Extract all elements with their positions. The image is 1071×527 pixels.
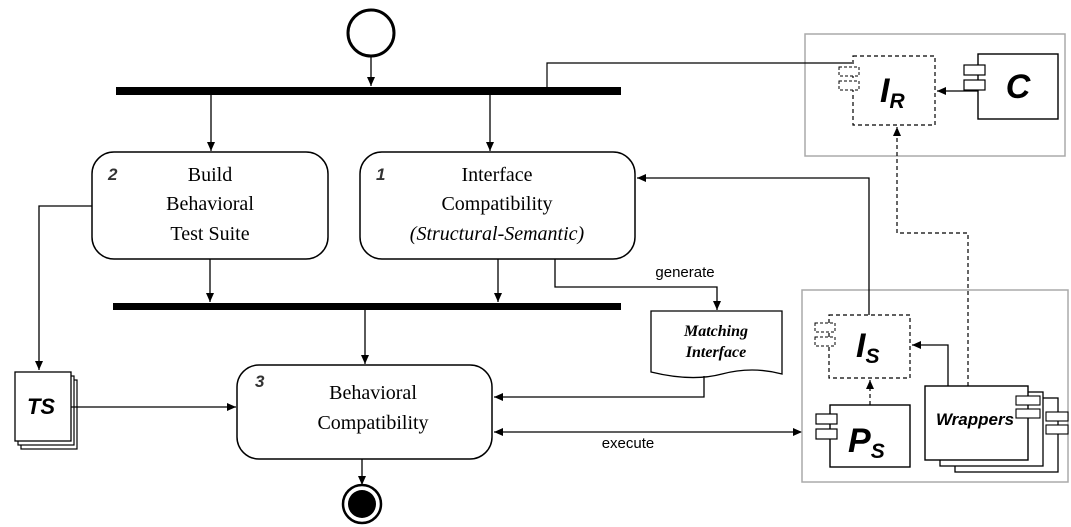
edge-wrappers-to-ir	[893, 127, 969, 386]
matching-interface-line2: Interface	[685, 344, 746, 361]
edge-wrappers-to-is	[912, 341, 949, 386]
is-component: IS	[814, 314, 911, 379]
edge-ir-to-fork	[546, 62, 852, 91]
activity-number: 1	[376, 165, 385, 184]
ps-label: PS	[848, 422, 885, 463]
fork-bar	[116, 87, 621, 95]
activity-label-line1: Interface	[461, 164, 532, 186]
c-component: C	[963, 53, 1059, 120]
ir-label: IR	[880, 72, 905, 113]
matching-interface-line1: Matching	[683, 323, 748, 340]
activity-label-line2: Compatibility	[317, 412, 428, 434]
edge-matching-to-behavioral	[494, 376, 705, 401]
execute-label: execute	[602, 435, 655, 452]
activity-label-line2: Behavioral	[166, 193, 254, 215]
edge-build-to-ts	[35, 205, 92, 370]
wrappers-label: Wrappers	[936, 410, 1014, 429]
start-node	[346, 8, 396, 58]
activity-number: 3	[255, 372, 265, 391]
join-bar	[113, 303, 621, 310]
activity-label-line3: Test Suite	[170, 223, 249, 245]
activity-label-line1: Behavioral	[329, 382, 417, 404]
activity-label-line1: Build	[188, 164, 232, 186]
activity-label-line2: Compatibility	[441, 193, 552, 215]
edge-generate	[554, 259, 721, 310]
activity-interface-compatibility: 1 Interface Compatibility (Structural-Se…	[359, 151, 636, 260]
generate-label: generate	[655, 264, 714, 281]
edge-is-to-interface	[637, 174, 870, 315]
activity-build-test-suite: 2 Build Behavioral Test Suite	[91, 151, 329, 260]
is-label: IS	[856, 327, 879, 368]
ir-component: IR	[838, 55, 936, 126]
activity-behavioral-compatibility: 3 Behavioral Compatibility	[236, 364, 493, 460]
test-suite-document: TS	[14, 371, 78, 450]
matching-interface-document: Matching Interface	[650, 310, 783, 379]
test-suite-label: TS	[27, 394, 55, 419]
activity-label-line3: (Structural-Semantic)	[410, 223, 585, 245]
activity-number: 2	[107, 165, 118, 184]
wrappers-component: Wrappers	[924, 385, 1069, 473]
c-label: C	[1006, 68, 1031, 106]
ps-component: PS	[815, 404, 911, 468]
end-node	[341, 483, 383, 525]
